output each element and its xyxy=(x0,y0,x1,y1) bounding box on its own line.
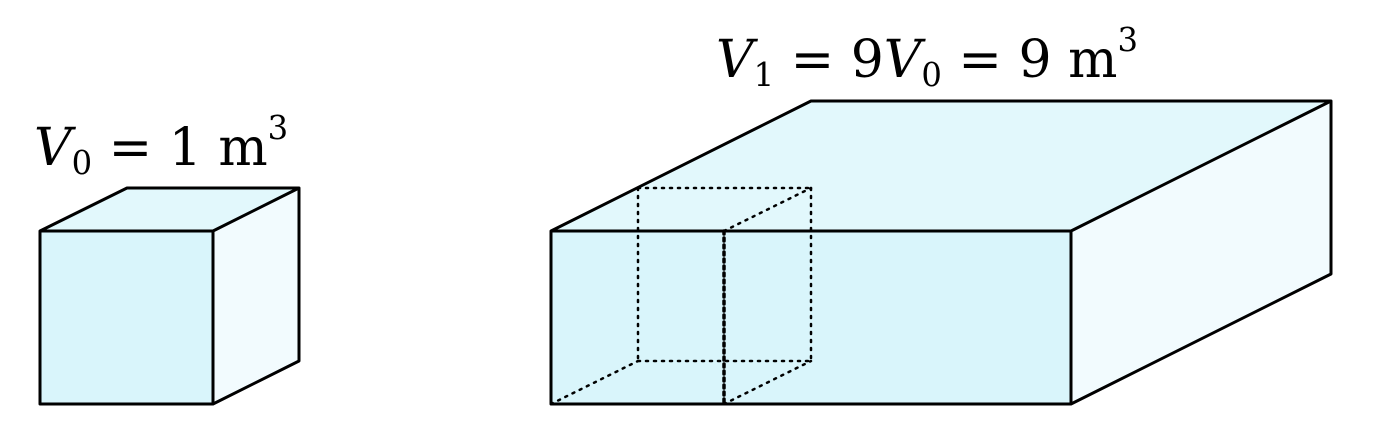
small-cube-volume-label: V0 = 1 m3 xyxy=(34,112,288,179)
label-subscript-2: 0 xyxy=(921,55,942,94)
small-cube-top-edge xyxy=(212,186,300,233)
label-var-2: V xyxy=(883,29,922,90)
label-superscript: 3 xyxy=(1117,21,1138,59)
small-cube xyxy=(38,186,301,406)
large-box-top-edge xyxy=(1070,99,1332,233)
label-subscript-1: 1 xyxy=(753,55,775,94)
label-var-1: V xyxy=(716,29,754,90)
label-var: V xyxy=(34,117,72,178)
large-box-volume-label: V1 = 9V0 = 9 m3 xyxy=(716,24,1138,91)
small-cube-outline xyxy=(38,186,301,406)
label-equation: = 1 m xyxy=(92,117,268,178)
small-cube-side-face xyxy=(213,188,299,404)
label-equation-2: = 9 m xyxy=(941,29,1118,90)
large-box xyxy=(549,99,1333,406)
small-cube-front-face xyxy=(40,231,213,404)
large-box-outline xyxy=(549,99,1333,406)
hidden-unit-cube xyxy=(549,186,813,406)
label-superscript: 3 xyxy=(267,109,289,147)
label-equation-1: = 9 xyxy=(774,29,884,90)
label-subscript: 0 xyxy=(71,143,93,182)
large-box-side-face xyxy=(1071,101,1331,404)
